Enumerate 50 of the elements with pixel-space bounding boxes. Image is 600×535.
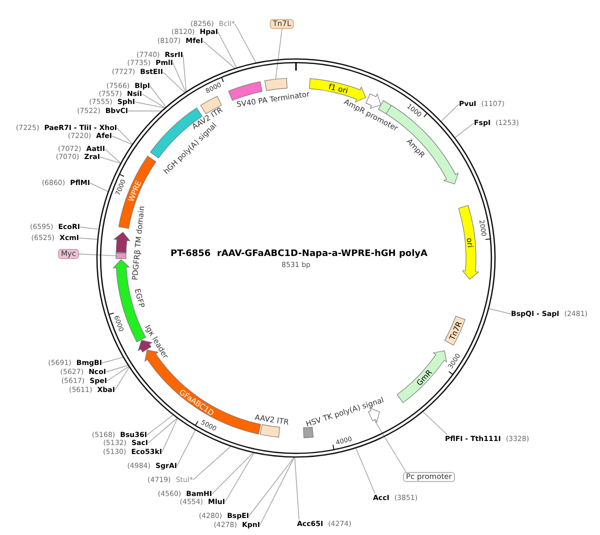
leader-line	[90, 182, 108, 192]
leader-line	[78, 254, 116, 256]
pointed-feature-arc	[368, 408, 380, 422]
leader-line	[275, 28, 282, 80]
leader-line	[128, 110, 162, 112]
leader-line	[454, 122, 474, 138]
leader-line	[102, 356, 124, 364]
leader-line	[356, 448, 376, 494]
feature-arc	[444, 316, 466, 346]
leader-line	[106, 365, 128, 372]
pointed-feature-arc	[114, 206, 146, 280]
leader-line	[192, 446, 231, 480]
feature-arc	[303, 394, 385, 438]
leader-line	[106, 366, 129, 382]
leader-line	[182, 54, 187, 92]
leader-line	[162, 72, 185, 93]
leader-line	[234, 24, 256, 63]
leader-line	[142, 94, 166, 108]
pointed-feature-arc	[396, 350, 447, 403]
leader-line	[218, 32, 237, 68]
pointed-feature-arc	[138, 323, 171, 360]
feature-arc	[254, 412, 290, 438]
leader-line	[172, 62, 186, 92]
leader-line	[112, 136, 132, 145]
leader-line	[134, 102, 165, 108]
leader-line	[146, 414, 174, 436]
leader-line	[80, 226, 99, 230]
leader-line	[162, 418, 178, 452]
leader-line	[294, 457, 300, 520]
leader-line	[114, 367, 130, 390]
leader-line	[422, 412, 448, 435]
feature-arc	[264, 78, 288, 91]
pointed-feature-arc	[458, 205, 479, 280]
leader-line	[148, 418, 178, 444]
leader-line	[440, 104, 460, 122]
leader-line	[374, 420, 406, 472]
leader-line	[224, 452, 254, 502]
leader-line	[202, 40, 236, 68]
leader-line	[248, 457, 294, 516]
leader-line	[212, 452, 254, 494]
leader-line	[78, 238, 98, 240]
leader-line	[260, 457, 294, 526]
leader-line	[488, 308, 512, 314]
feature-arc	[228, 81, 310, 108]
leader-line	[176, 430, 196, 466]
leader-line	[104, 148, 121, 164]
leader-line	[150, 86, 166, 108]
leader-line	[100, 156, 121, 164]
leader-line	[116, 128, 133, 144]
plasmid-title: PT-6856 rAAV-GFaABC1D-Napa-a-WPRE-hGH polyA	[170, 248, 428, 260]
